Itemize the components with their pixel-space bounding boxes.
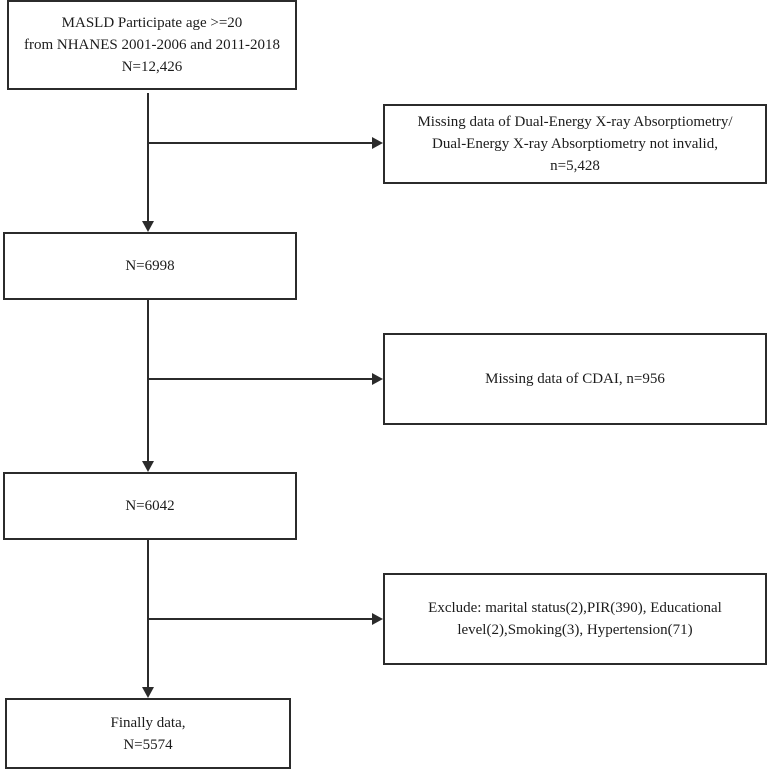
box-n6042: N=6042 — [3, 472, 297, 540]
box-n6998-line1: N=6998 — [125, 258, 175, 274]
box-excluded-covariates-line2: level(2),Smoking(3), Hypertension(71) — [457, 622, 693, 638]
box-final-sample-line2: N=5574 — [123, 736, 173, 753]
arrowhead-down-3-icon — [142, 687, 154, 698]
connector-vertical-1 — [147, 93, 149, 223]
connector-branch-2 — [148, 378, 373, 380]
box-final-sample: Finally data, N=5574 — [5, 698, 291, 769]
arrowhead-down-1-icon — [142, 221, 154, 232]
box-population-start-line2: from NHANES 2001-2006 and 2011-2018 — [23, 37, 281, 53]
box-final-sample-line1: Finally data, — [110, 714, 186, 731]
connector-vertical-2 — [147, 300, 149, 462]
box-excluded-covariates: Exclude: marital status(2),PIR(390), Edu… — [383, 573, 767, 665]
box-excluded-covariates-line1: Exclude: marital status(2),PIR(390), Edu… — [428, 600, 722, 616]
connector-branch-3 — [148, 618, 373, 620]
box-excluded-dxa: Missing data of Dual-Energy X-ray Absorp… — [383, 104, 767, 184]
box-n6998: N=6998 — [3, 232, 297, 300]
box-population-start: MASLD Participate age >=20 from NHANES 2… — [7, 0, 297, 90]
connector-branch-1 — [148, 142, 373, 144]
box-excluded-dxa-line2: Dual-Energy X-ray Absorptiometry not inv… — [432, 136, 718, 152]
box-excluded-cdai: Missing data of CDAI, n=956 — [383, 333, 767, 425]
box-excluded-dxa-line3: n=5,428 — [550, 158, 600, 174]
connector-vertical-3 — [147, 540, 149, 688]
arrowhead-right-2-icon — [372, 373, 383, 385]
box-excluded-cdai-line1: Missing data of CDAI, n=956 — [485, 371, 665, 387]
box-population-start-line3: N=12,426 — [121, 59, 183, 75]
box-excluded-dxa-line1: Missing data of Dual-Energy X-ray Absorp… — [417, 114, 733, 130]
arrowhead-right-3-icon — [372, 613, 383, 625]
box-population-start-line1: MASLD Participate age >=20 — [61, 15, 243, 31]
arrowhead-right-1-icon — [372, 137, 383, 149]
box-n6042-line1: N=6042 — [125, 498, 175, 514]
arrowhead-down-2-icon — [142, 461, 154, 472]
